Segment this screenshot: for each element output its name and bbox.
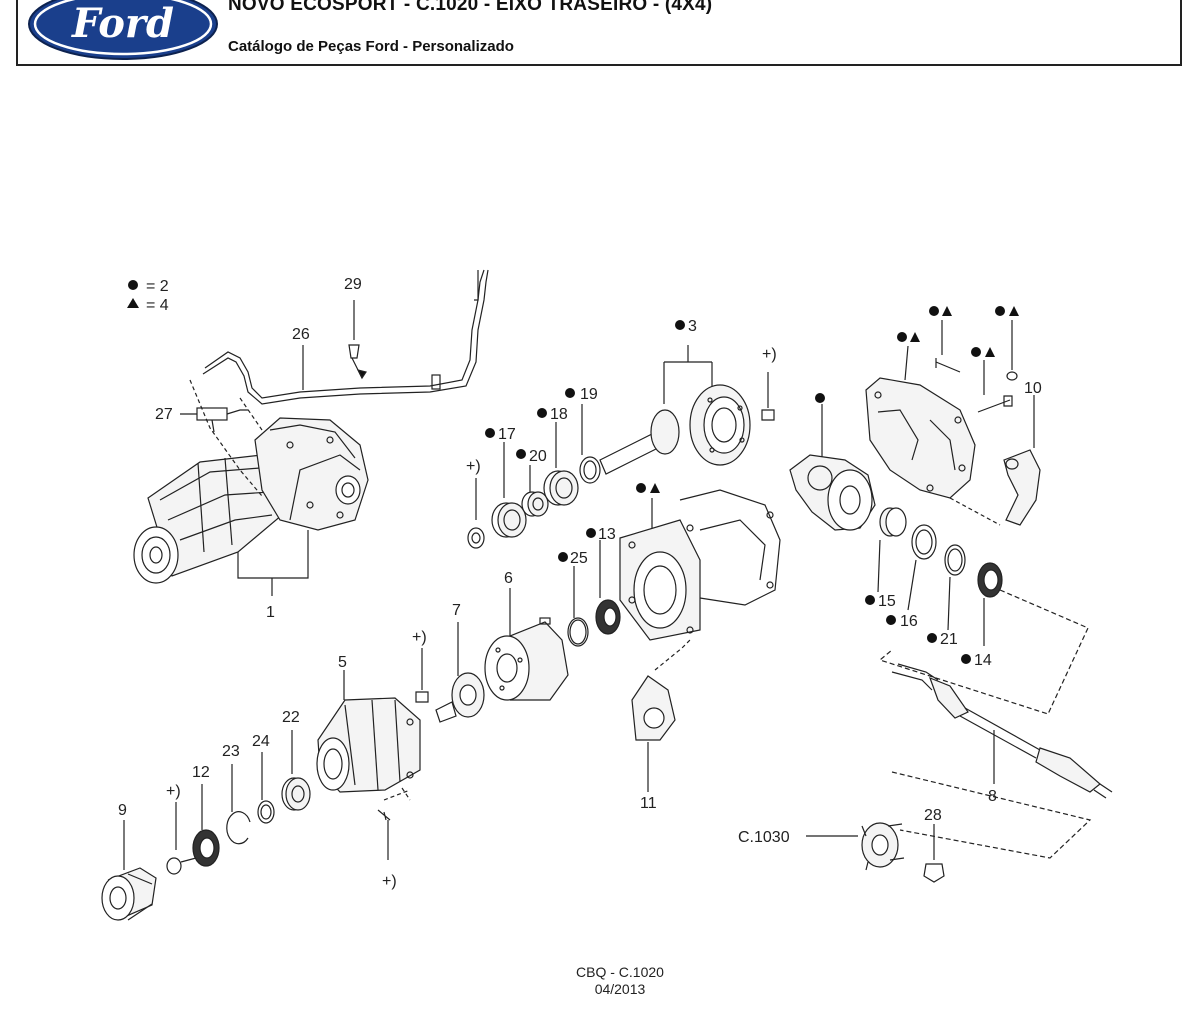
callout-17: 17 — [498, 426, 516, 443]
legend-triangle-qty: = 4 — [146, 297, 169, 314]
part-20-spacer — [521, 465, 549, 517]
callout-19: 19 — [580, 386, 598, 403]
ford-logo: Ford — [28, 0, 218, 60]
callout-23: 23 — [222, 743, 240, 760]
part-22-bearing — [281, 730, 311, 811]
callout-14: 14 — [974, 652, 992, 669]
callout-29: 29 — [344, 276, 362, 293]
callout-c1030: C.1030 — [738, 829, 790, 846]
callout-12: 12 — [192, 764, 210, 781]
callout-8: 8 — [988, 788, 997, 805]
part-rear-cover — [865, 320, 1018, 499]
part-29-clip — [348, 300, 367, 380]
page-subtitle: Catálogo de Peças Ford - Personalizado — [228, 38, 514, 55]
part-hub-c1030 — [806, 822, 905, 871]
catalog-header: Ford NOVO ECOSPORT - C.1020 - EIXO TRASE… — [16, 0, 1182, 66]
part-26-vent-hose — [202, 269, 489, 405]
callout-25: 25 — [570, 550, 588, 567]
part-10-bracket — [949, 395, 1041, 526]
part-16-race — [907, 524, 937, 611]
callout-24: 24 — [252, 733, 270, 750]
callout-15: 15 — [878, 593, 896, 610]
page-title: NOVO ECOSPORT - C.1020 - EIXO TRASEIRO -… — [228, 0, 713, 15]
callout-26: 26 — [292, 326, 310, 343]
part-23-snap-ring — [226, 764, 251, 845]
callout-9: 9 — [118, 802, 127, 819]
callout-27: 27 — [155, 406, 173, 423]
part-differential-case — [789, 404, 876, 531]
part-1-housing-assembly — [133, 417, 369, 596]
part-18-bearing — [543, 422, 579, 506]
callout-plus-2: +) — [762, 346, 777, 363]
part-14-seal — [977, 562, 1003, 646]
part-27-connector — [180, 379, 263, 497]
callout-20: 20 — [529, 448, 547, 465]
callout-plus-1: +) — [466, 458, 481, 475]
part-bolt-plus-4 — [377, 789, 411, 860]
part-21-shim — [944, 544, 966, 631]
callout-plus-5: +) — [166, 783, 181, 800]
callout-7: 7 — [452, 602, 461, 619]
part-3-ring-pinion-gear — [599, 345, 751, 475]
part-12-seal — [192, 784, 220, 867]
footer-date: 04/2013 — [594, 981, 646, 997]
part-bolt-plus-5 — [166, 802, 197, 875]
legend-circle-qty: = 2 — [146, 278, 169, 295]
callout-11: 11 — [640, 795, 657, 812]
callout-plus-4: +) — [382, 873, 397, 890]
part-28-nut — [923, 824, 945, 883]
part-13-seal — [595, 540, 621, 635]
quantity-markers — [485, 306, 1019, 664]
part-9-flange — [101, 820, 157, 921]
part-5-cover — [316, 670, 421, 801]
part-17-bearing — [491, 442, 527, 538]
svg-text:Ford: Ford — [71, 0, 174, 47]
diagram-footer: CBQ - C.1020 04/2013 — [540, 964, 700, 998]
callout-6: 6 — [504, 570, 513, 587]
callout-13: 13 — [598, 526, 616, 543]
part-bolt-plus-1 — [467, 478, 485, 549]
callout-plus-3: +) — [412, 629, 427, 646]
callout-16: 16 — [900, 613, 918, 630]
callout-1: 1 — [266, 604, 275, 621]
part-bolt-plus-2 — [761, 372, 775, 421]
footer-code: CBQ - C.1020 — [576, 964, 664, 980]
callout-18: 18 — [550, 406, 568, 423]
callout-21: 21 — [940, 631, 958, 648]
part-15-bearing — [877, 507, 907, 593]
callout-28: 28 — [924, 807, 942, 824]
part-bolt-plus-3 — [415, 648, 429, 703]
part-11-plate — [631, 639, 691, 792]
part-8-drive-shaft — [878, 589, 1113, 859]
part-25-o-ring — [567, 566, 589, 647]
part-24-washer — [257, 752, 275, 824]
callout-10: 10 — [1024, 380, 1042, 397]
callout-5: 5 — [338, 654, 347, 671]
part-6-coupling — [484, 588, 569, 701]
callout-22: 22 — [282, 709, 300, 726]
part-carrier-housing — [619, 489, 781, 641]
part-19-shim — [579, 404, 601, 484]
part-7-flange — [435, 622, 485, 723]
callout-3: 3 — [688, 318, 697, 335]
